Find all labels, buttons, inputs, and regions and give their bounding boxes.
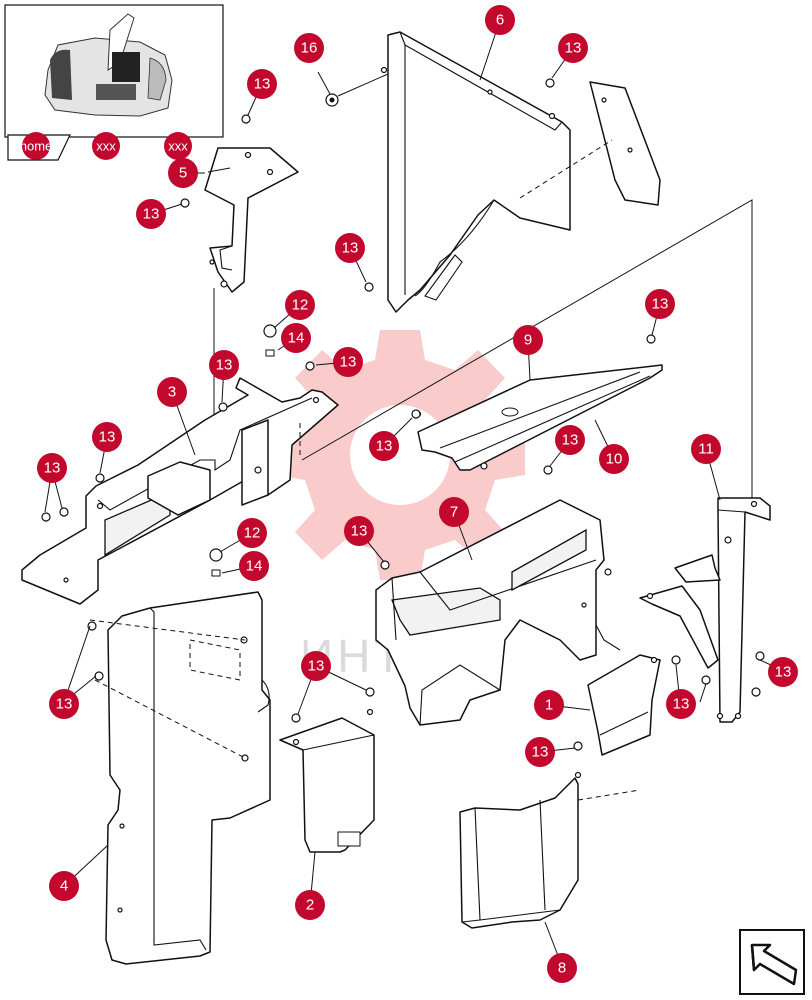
nav-tab-xxx-2[interactable]: xxx bbox=[164, 132, 192, 160]
callout-13-label: 13 bbox=[56, 696, 73, 713]
side-plate bbox=[519, 81, 661, 206]
callout-13-label: 13 bbox=[351, 523, 368, 540]
part-6-panel bbox=[380, 31, 571, 313]
callout-9-label: 9 bbox=[524, 332, 532, 349]
part-8-lower-duct bbox=[459, 771, 641, 929]
callout-11[interactable]: 11 bbox=[691, 434, 721, 464]
callout-13[interactable]: 13 bbox=[92, 422, 122, 452]
callout-13[interactable]: 13 bbox=[768, 657, 798, 687]
callout-10[interactable]: 10 bbox=[599, 444, 629, 474]
part-9-10-plate bbox=[414, 364, 663, 471]
callout-13-label: 13 bbox=[565, 40, 582, 57]
callout-13[interactable]: 13 bbox=[37, 453, 67, 483]
callout-13-label: 13 bbox=[342, 240, 359, 257]
reference-line-right bbox=[301, 199, 753, 498]
callout-11-label: 11 bbox=[698, 441, 714, 458]
callout-13[interactable]: 13 bbox=[247, 69, 277, 99]
callout-16-label: 16 bbox=[301, 40, 318, 57]
callout-16[interactable]: 16 bbox=[294, 33, 324, 63]
callout-13[interactable]: 13 bbox=[344, 516, 374, 546]
callout-4-label: 4 bbox=[60, 878, 68, 895]
callout-13[interactable]: 13 bbox=[369, 431, 399, 461]
callout-14-label: 14 bbox=[246, 558, 263, 575]
callout-13[interactable]: 13 bbox=[525, 737, 555, 767]
machine-thumbnail-image bbox=[44, 13, 173, 117]
callout-13-label: 13 bbox=[775, 664, 792, 681]
part-11-bracket bbox=[674, 497, 771, 723]
callout-12[interactable]: 12 bbox=[237, 518, 267, 548]
callout-13-label: 13 bbox=[673, 696, 690, 713]
callout-6[interactable]: 6 bbox=[485, 5, 515, 35]
part-1-plate bbox=[587, 654, 681, 756]
callout-13-label: 13 bbox=[99, 429, 116, 446]
callout-8-label: 8 bbox=[558, 960, 566, 977]
nav-tab-home[interactable]: home bbox=[7, 132, 71, 161]
nav-tab-xxx-2-label: xxx bbox=[168, 139, 188, 154]
fastener-set bbox=[41, 78, 765, 751]
bracket-small bbox=[639, 585, 719, 669]
callout-10-label: 10 bbox=[606, 451, 623, 468]
nav-tab-xxx-1-label: xxx bbox=[96, 139, 116, 154]
callout-13[interactable]: 13 bbox=[335, 233, 365, 263]
part-3-rail bbox=[21, 377, 339, 605]
callout-13[interactable]: 13 bbox=[555, 425, 585, 455]
return-arrow-icon bbox=[750, 943, 798, 986]
part-5-bracket bbox=[204, 147, 299, 293]
callout-13-label: 13 bbox=[44, 460, 61, 477]
callout-13-label: 13 bbox=[143, 206, 160, 223]
callout-13-label: 13 bbox=[652, 296, 669, 313]
part-2-control-box bbox=[279, 708, 375, 853]
back-button[interactable] bbox=[739, 929, 805, 995]
callouts: 16 6 13 13 5 13 13 12 14 13 13 bbox=[37, 5, 798, 983]
callout-6-label: 6 bbox=[496, 12, 504, 29]
part-4-tall-panel bbox=[89, 591, 271, 965]
nav-tab-home-label: home bbox=[20, 139, 53, 154]
callout-2[interactable]: 2 bbox=[295, 890, 325, 920]
callout-13[interactable]: 13 bbox=[333, 347, 363, 377]
callout-13[interactable]: 13 bbox=[558, 33, 588, 63]
nav-tab-xxx-1[interactable]: xxx bbox=[92, 132, 120, 160]
part-7-duct bbox=[375, 499, 621, 726]
callout-13-label: 13 bbox=[340, 354, 357, 371]
callout-13-label: 13 bbox=[376, 438, 393, 455]
thumbnail-inset: home xxx xxx bbox=[4, 4, 224, 161]
callout-13[interactable]: 13 bbox=[645, 289, 675, 319]
callout-13-label: 13 bbox=[532, 744, 549, 761]
callout-12-label: 12 bbox=[244, 525, 261, 542]
callout-13-label: 13 bbox=[308, 658, 325, 675]
callout-1[interactable]: 1 bbox=[534, 690, 564, 720]
callout-4[interactable]: 4 bbox=[49, 871, 79, 901]
callout-7-label: 7 bbox=[450, 504, 458, 521]
callout-1-label: 1 bbox=[545, 697, 553, 714]
callout-5-label: 5 bbox=[179, 165, 187, 182]
part-16-grommet bbox=[317, 71, 389, 107]
callout-12[interactable]: 12 bbox=[285, 290, 315, 320]
callout-14-label: 14 bbox=[288, 330, 305, 347]
callout-9[interactable]: 9 bbox=[513, 325, 543, 355]
callout-14[interactable]: 14 bbox=[239, 551, 269, 581]
callout-7[interactable]: 7 bbox=[439, 497, 469, 527]
callout-13-label: 13 bbox=[254, 76, 271, 93]
callout-2-label: 2 bbox=[306, 897, 314, 914]
callout-3-label: 3 bbox=[168, 384, 176, 401]
callout-13[interactable]: 13 bbox=[49, 689, 79, 719]
callout-13[interactable]: 13 bbox=[301, 651, 331, 681]
callout-13[interactable]: 13 bbox=[666, 689, 696, 719]
callout-3[interactable]: 3 bbox=[157, 377, 187, 407]
callout-5[interactable]: 5 bbox=[168, 158, 198, 188]
callout-8[interactable]: 8 bbox=[547, 953, 577, 983]
callout-12-label: 12 bbox=[292, 297, 309, 314]
callout-13[interactable]: 13 bbox=[136, 199, 166, 229]
callout-13-label: 13 bbox=[562, 432, 579, 449]
callout-14[interactable]: 14 bbox=[281, 323, 311, 353]
callout-13-label: 13 bbox=[216, 357, 233, 374]
callout-13[interactable]: 13 bbox=[209, 350, 239, 380]
